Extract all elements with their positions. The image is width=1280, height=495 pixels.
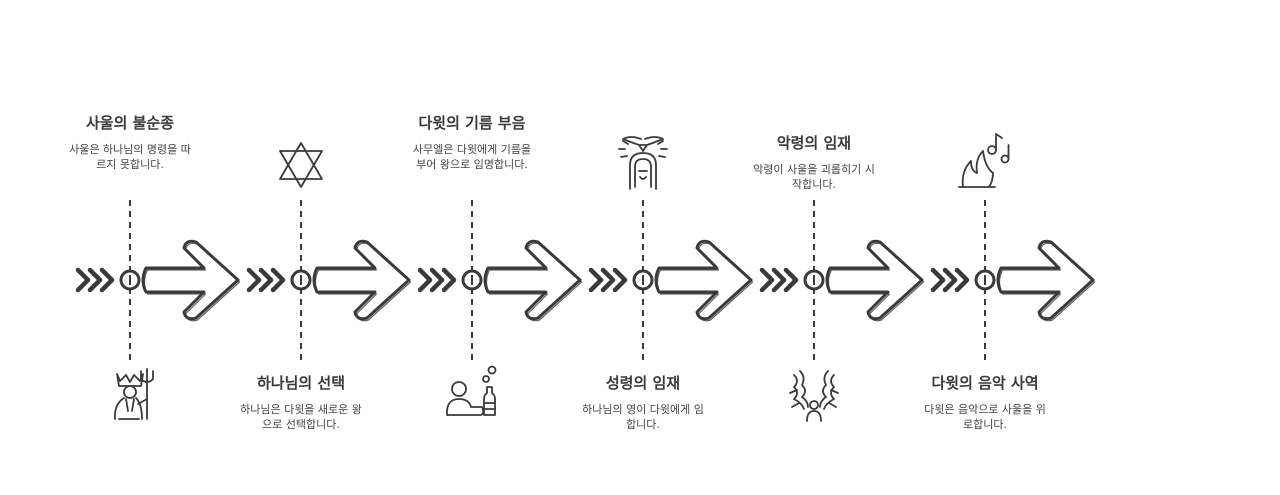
king-with-trident-icon bbox=[114, 368, 154, 420]
step-6-chevron-3 bbox=[954, 267, 970, 293]
step-1-title: 사울의 불순종 bbox=[85, 114, 175, 132]
step-1-chevron-2 bbox=[87, 267, 103, 293]
step-3-arrow-sketch bbox=[485, 242, 583, 322]
tormented-person-icon bbox=[789, 370, 839, 422]
step-4-chevron-1 bbox=[588, 267, 604, 293]
step-1-chevron-3 bbox=[99, 267, 115, 293]
step-4-arrow bbox=[654, 239, 753, 321]
step-6-title: 다윗의 음악 사역 bbox=[931, 374, 1039, 392]
step-1-chevron-1 bbox=[75, 267, 91, 293]
step-2-arrow bbox=[312, 239, 411, 321]
step-2-description: 하나님은 다윗을 새로운 왕으로 선택합니다. bbox=[240, 403, 362, 431]
step-3-chevron-1 bbox=[417, 267, 433, 293]
step-5-arrow bbox=[825, 239, 924, 321]
step-4-chevron-2 bbox=[600, 267, 616, 293]
step-4-title: 성령의 임재 bbox=[605, 374, 681, 392]
step-5-arrow-sketch bbox=[827, 242, 925, 322]
step-4-arrow-sketch bbox=[656, 242, 754, 322]
step-3-arrow bbox=[483, 239, 582, 321]
step-3-title: 다윗의 기름 부음 bbox=[418, 114, 526, 132]
step-6-arrow-sketch bbox=[998, 242, 1096, 322]
step-3-description: 사무엘은 다윗에게 기름을 부어 왕으로 임명합니다. bbox=[412, 143, 532, 171]
step-3-chevron-2 bbox=[429, 267, 445, 293]
step-5-chevron-2 bbox=[771, 267, 787, 293]
music-notes-fire-icon bbox=[958, 133, 1010, 188]
step-5-title: 악령의 임재 bbox=[776, 134, 852, 152]
step-6-arrow bbox=[996, 239, 1095, 321]
step-1-arrow bbox=[141, 239, 240, 321]
anointing-oil-icon bbox=[446, 365, 497, 416]
step-4-chevron-3 bbox=[612, 267, 628, 293]
star-of-david-icon bbox=[279, 142, 323, 188]
step-6-description: 다윗은 음악으로 사울을 위로합니다. bbox=[924, 403, 1046, 431]
step-6-chevron-2 bbox=[942, 267, 958, 293]
step-5-description: 악령이 사울을 괴롭히기 시작합니다. bbox=[753, 163, 875, 191]
step-2-chevron-3 bbox=[270, 267, 286, 293]
step-6-chevron-1 bbox=[930, 267, 946, 293]
step-2-arrow-sketch bbox=[314, 242, 412, 322]
step-2-chevron-1 bbox=[246, 267, 262, 293]
step-1-arrow-sketch bbox=[143, 242, 241, 322]
step-5-chevron-1 bbox=[759, 267, 775, 293]
step-4-description: 하나님의 영이 다윗에게 임합니다. bbox=[582, 403, 704, 431]
dove-holy-spirit-icon bbox=[618, 136, 668, 190]
step-5-chevron-3 bbox=[783, 267, 799, 293]
step-3-chevron-3 bbox=[441, 267, 457, 293]
step-2-chevron-2 bbox=[258, 267, 274, 293]
step-1-description: 사울은 하나님의 명령을 따르지 못합니다. bbox=[69, 143, 191, 171]
step-2-title: 하나님의 선택 bbox=[256, 374, 346, 392]
